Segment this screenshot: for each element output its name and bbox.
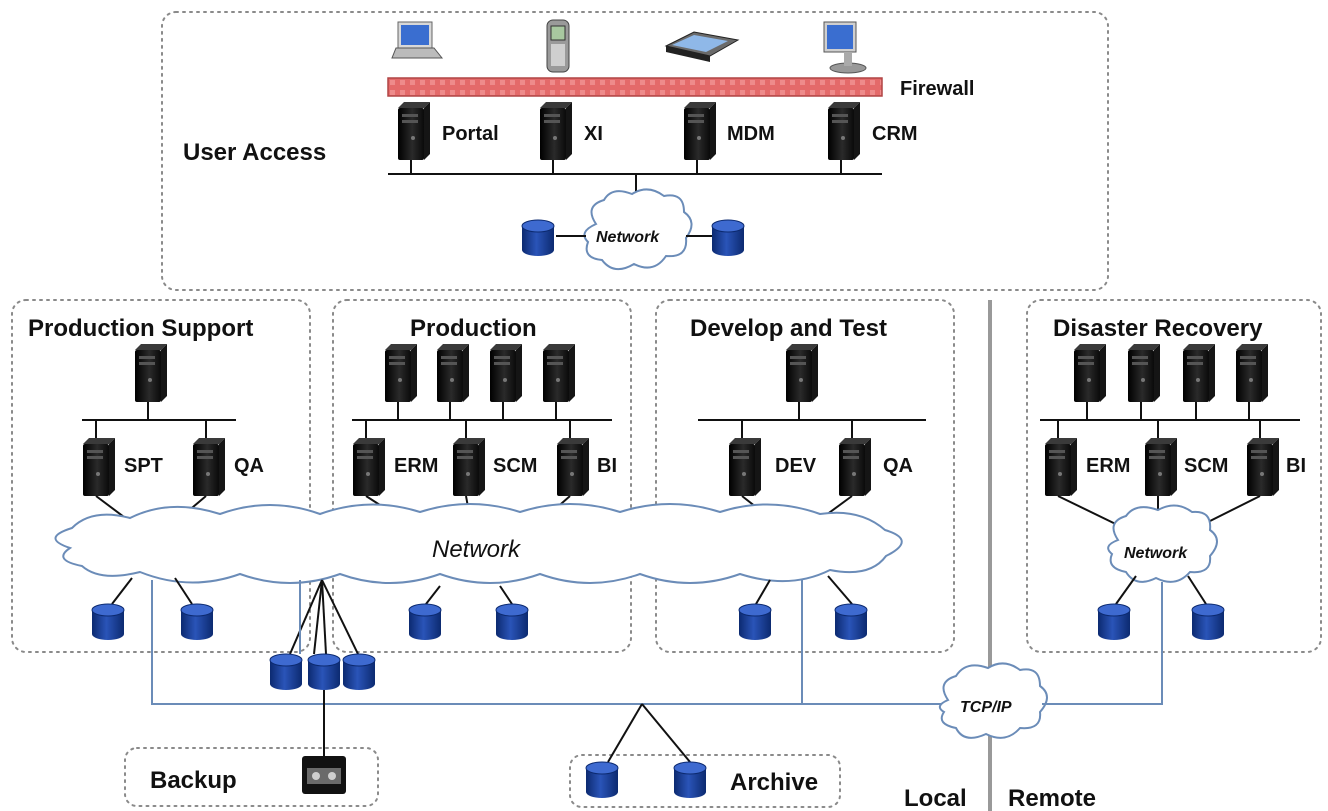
prod-storage-2 — [495, 603, 529, 641]
remote-backbone — [1042, 582, 1163, 705]
disaster-recovery-zone — [1026, 299, 1322, 653]
user-access-zone — [161, 11, 1109, 291]
crm-server-label: CRM — [872, 123, 918, 145]
local-label: Local — [904, 785, 967, 811]
dr-top-server-3 — [1183, 344, 1215, 402]
dt-qa-server-label: QA — [883, 455, 913, 477]
spt-server-label: SPT — [124, 455, 163, 477]
disaster-recovery-title: Disaster Recovery — [1053, 315, 1263, 342]
prod-scm-server-icon — [453, 438, 485, 496]
prod-storage-1 — [408, 603, 442, 641]
dr-bi-server-icon — [1247, 438, 1279, 496]
dt-storage-1 — [738, 603, 772, 641]
dr-scm-server-label: SCM — [1184, 455, 1228, 477]
user-access-network-label: Network — [596, 229, 660, 246]
portal-server-label: Portal — [442, 123, 499, 145]
mdm-server-icon — [684, 102, 716, 160]
archive-title: Archive — [730, 769, 818, 796]
user-access-network-cloud — [583, 188, 693, 271]
dr-top-server-4 — [1236, 344, 1268, 402]
backup-title: Backup — [150, 767, 237, 794]
dt-storage-2 — [834, 603, 868, 641]
ps-top-server-icon — [135, 344, 167, 402]
production-title: Production — [410, 315, 537, 342]
prod-erm-server-label: ERM — [394, 455, 438, 477]
spt-server-icon — [83, 438, 115, 496]
dev-server-icon — [729, 438, 761, 496]
laptop-icon — [391, 21, 444, 59]
firewall-label: Firewall — [900, 78, 974, 100]
prod-top-server-2 — [437, 344, 469, 402]
dr-top-server-2 — [1128, 344, 1160, 402]
dr-network-cloud — [1107, 504, 1218, 583]
mobile-phone-icon — [546, 19, 570, 73]
prod-top-server-3 — [490, 344, 522, 402]
develop-test-title: Develop and Test — [690, 315, 887, 342]
backup-storage-3 — [342, 653, 376, 691]
tcpip-network-label: TCP/IP — [960, 699, 1012, 716]
ps-qa-server-icon — [193, 438, 225, 496]
dr-storage-2 — [1191, 603, 1225, 641]
tape-drive-icon — [302, 756, 346, 794]
dr-erm-server-label: ERM — [1086, 455, 1130, 477]
ps-storage-2 — [180, 603, 214, 641]
dr-top-server-1 — [1074, 344, 1106, 402]
firewall-bar — [387, 77, 883, 97]
archive-storage-2 — [673, 761, 707, 799]
user-access-title: User Access — [183, 139, 326, 166]
main-network-label: Network — [432, 536, 522, 563]
production-zone — [332, 299, 632, 653]
prod-erm-server-icon — [353, 438, 385, 496]
prod-scm-server-label: SCM — [493, 455, 537, 477]
user-access-storage-right — [711, 219, 745, 257]
dr-storage-1 — [1097, 603, 1131, 641]
crm-server-icon — [828, 102, 860, 160]
prod-bi-server-icon — [557, 438, 589, 496]
production-support-zone — [11, 299, 311, 653]
backup-storage-1 — [269, 653, 303, 691]
user-access-storage-left — [521, 219, 555, 257]
develop-test-zone — [655, 299, 955, 653]
desktop-monitor-icon — [823, 21, 867, 74]
dt-top-server-icon — [786, 344, 818, 402]
dev-server-label: DEV — [775, 455, 817, 477]
xi-server-label: XI — [584, 123, 603, 145]
dr-scm-server-icon — [1145, 438, 1177, 496]
tcpip-network-cloud — [938, 662, 1048, 739]
prod-top-server-1 — [385, 344, 417, 402]
prod-top-server-4 — [543, 344, 575, 402]
mdm-server-label: MDM — [727, 123, 775, 145]
archive-storage-1 — [585, 761, 619, 799]
backup-zone — [124, 747, 379, 807]
ps-storage-1 — [91, 603, 125, 641]
xi-server-icon — [540, 102, 572, 160]
main-network-cloud — [54, 503, 903, 584]
scanner-icon — [664, 31, 740, 62]
backup-storage-2 — [307, 653, 341, 691]
production-support-title: Production Support — [28, 315, 253, 342]
ps-qa-server-label: QA — [234, 455, 264, 477]
prod-bi-server-label: BI — [597, 455, 617, 477]
dt-qa-server-icon — [839, 438, 871, 496]
portal-server-icon — [398, 102, 430, 160]
dr-erm-server-icon — [1045, 438, 1077, 496]
remote-label: Remote — [1008, 785, 1096, 811]
local-backbone — [151, 580, 946, 705]
dr-bi-server-label: BI — [1286, 455, 1306, 477]
archive-zone — [569, 754, 841, 808]
dr-network-label: Network — [1124, 545, 1188, 562]
